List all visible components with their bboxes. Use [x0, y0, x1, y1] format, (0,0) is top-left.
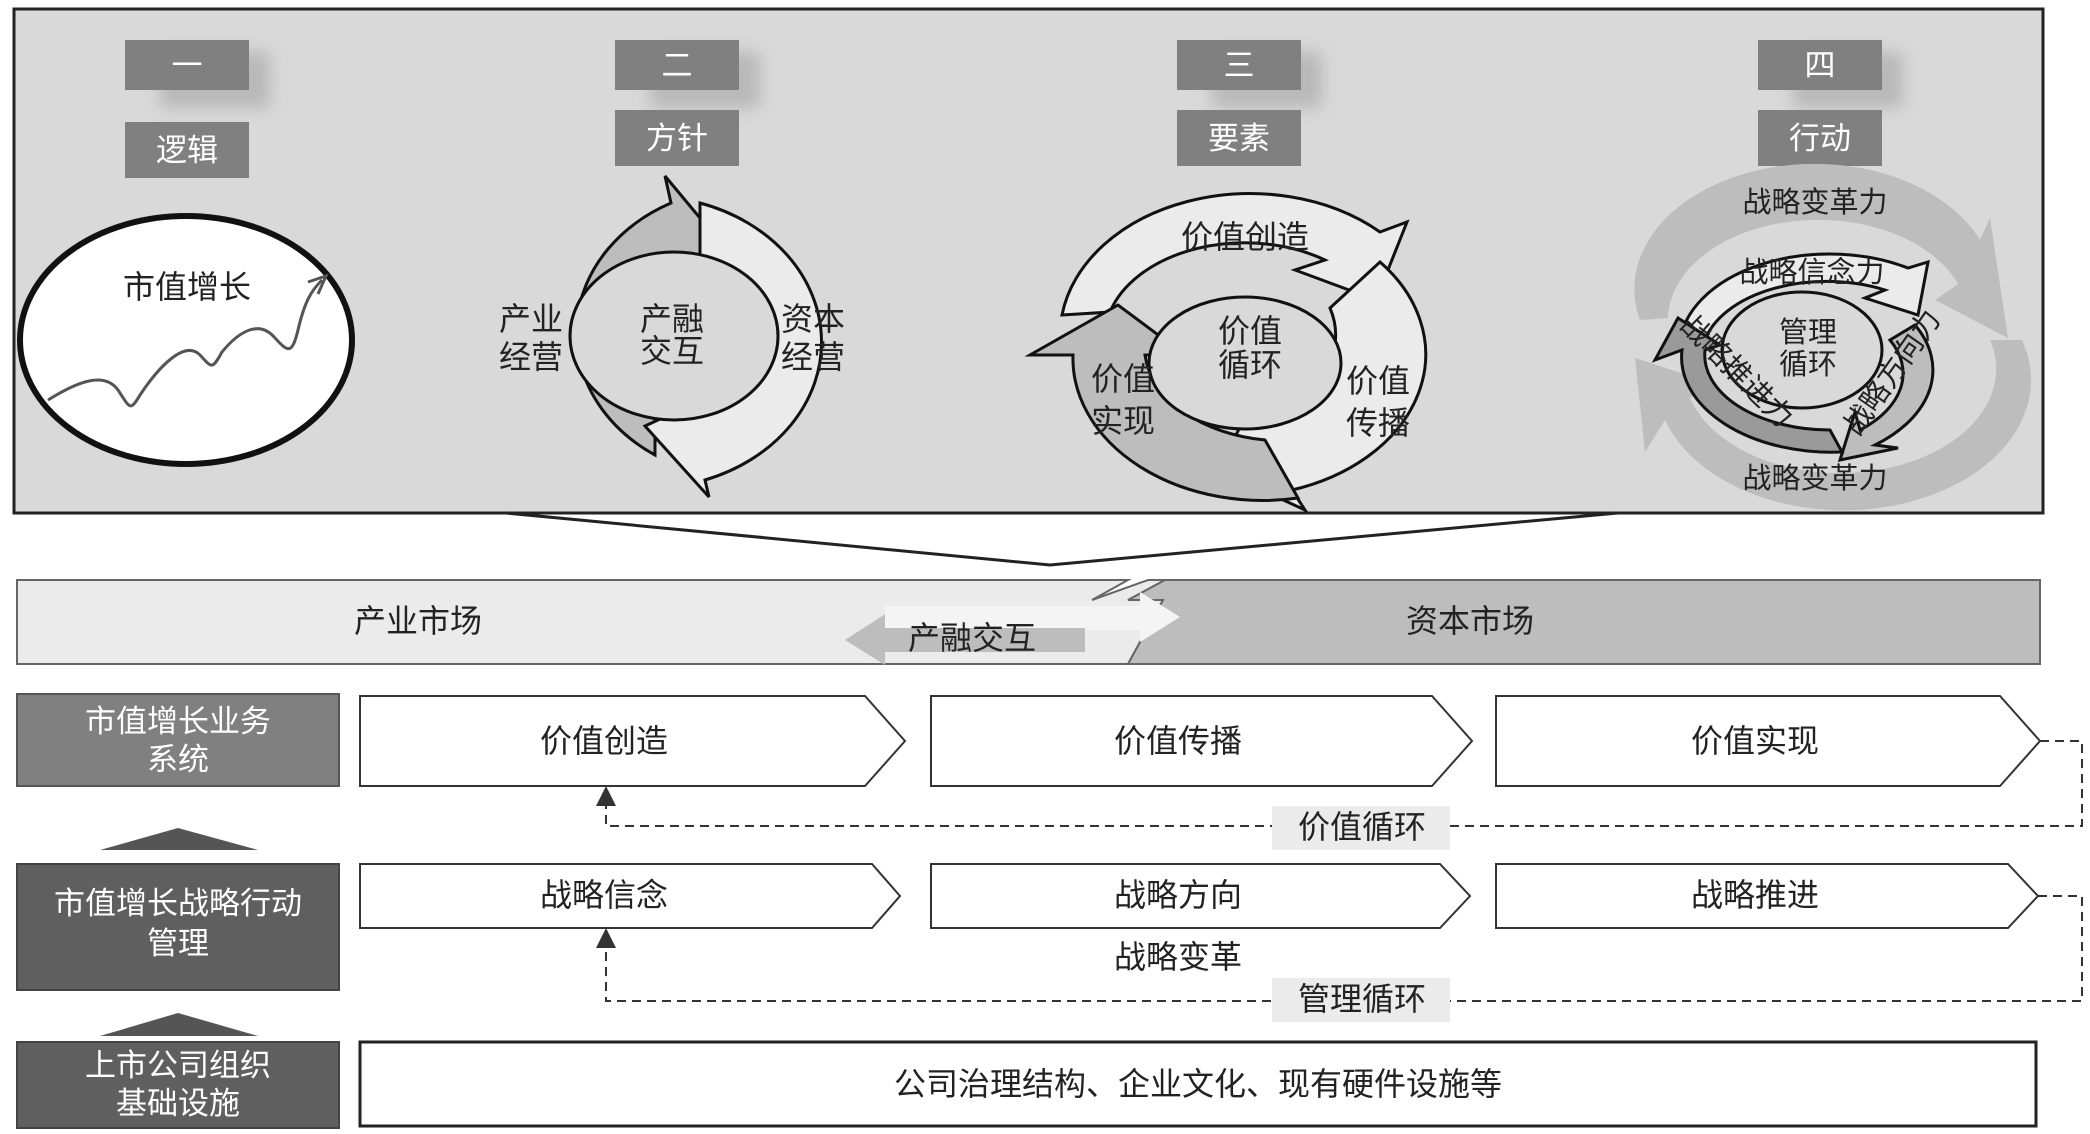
action-inner-top-arrow	[1678, 252, 1930, 344]
row-1-step-3-label: 价值实现	[1691, 722, 1819, 760]
triangle-connector-1	[100, 828, 258, 850]
foundation-content: 公司治理结构、企业文化、现有硬件设施等	[894, 1065, 1502, 1103]
logic-label: 市值增长	[123, 268, 251, 306]
step-3-header: 三 要素	[1177, 40, 1322, 166]
action-outer-top-label: 战略变革力	[1742, 185, 1887, 219]
logic-graphic: 市值增长	[17, 213, 355, 467]
market-right-label: 资本市场	[1406, 602, 1534, 640]
action-inner-top-label: 战略信念力	[1739, 255, 1884, 289]
action-center-line-2: 循环	[1779, 347, 1837, 381]
row-foundation: 上市公司组织 基础设施 公司治理结构、企业文化、现有硬件设施等	[16, 1040, 2038, 1129]
elements-graphic: 价值创造 价值 循环 价值 实现 价值 传播	[1024, 192, 1428, 514]
row-1-step-1-label: 价值创造	[540, 722, 668, 760]
row-2-step-1-chevron	[359, 863, 902, 929]
row-2-below-middle-label: 战略变革	[1114, 938, 1242, 976]
elements-left-line-2: 实现	[1091, 402, 1155, 440]
step-2-title: 方针	[646, 121, 708, 157]
step-1-number: 一	[172, 48, 203, 84]
row-2-step-1-label: 战略信念	[540, 876, 668, 914]
policy-left-line-1: 产业	[499, 300, 563, 338]
row-business-system: 市值增长业务 系统 价值创造 价值传播 价值实现 价值循环	[16, 693, 2083, 850]
step-1-title: 逻辑	[156, 133, 218, 169]
step-2-header: 二 方针	[615, 40, 760, 166]
row-2-step-3-chevron	[1495, 863, 2040, 929]
step-2-number: 二	[662, 48, 693, 84]
row-1-step-2-chevron	[930, 695, 1474, 787]
market-band: 产业市场 资本市场 产融交互	[16, 579, 2041, 665]
foundation-content-box	[358, 1040, 2038, 1128]
step-3-number: 三	[1224, 48, 1255, 84]
row-strategy-management: 市值增长战略行动 管理 战略信念 战略方向 战略推进 战略变革 管理循环	[16, 863, 2083, 1022]
foundation-label-box	[16, 1041, 340, 1129]
growth-arrowhead	[307, 273, 329, 295]
step-4-title: 行动	[1789, 121, 1851, 157]
action-center-line-1: 管理	[1779, 315, 1837, 349]
foundation-label-line-2: 基础设施	[116, 1086, 240, 1122]
row-2-label-line-1: 市值增长战略行动	[54, 886, 302, 922]
policy-left-line-2: 经营	[499, 338, 563, 376]
elements-top-arrow	[1060, 192, 1410, 317]
row-1-step-2-label: 价值传播	[1114, 722, 1242, 760]
row-1-label-box	[16, 693, 340, 787]
step-4-number: 四	[1805, 48, 1836, 84]
action-inner-left-arrow	[1651, 315, 1845, 454]
action-inner-right-arrow	[1837, 323, 1935, 462]
row-2-step-2-chevron	[930, 863, 1472, 929]
policy-right-line-2: 经营	[781, 338, 845, 376]
foundation-label-line-1: 上市公司组织	[85, 1048, 271, 1084]
callout-lines	[505, 511, 1619, 567]
row-1-step-3-chevron	[1495, 695, 2042, 787]
row-2-label-line-2: 管理	[147, 926, 209, 962]
action-outer-bottom-label: 战略变革力	[1742, 461, 1887, 495]
step-4-header: 四 行动	[1758, 40, 1903, 166]
elements-center-line-2: 循环	[1218, 346, 1282, 384]
row-2-label-box	[16, 863, 340, 991]
policy-center-line-1: 产融	[640, 300, 704, 338]
elements-top-label: 价值创造	[1181, 218, 1309, 256]
market-left-label: 产业市场	[354, 602, 482, 640]
row-1-loop-label: 价值循环	[1298, 808, 1426, 846]
step-1-header: 一 逻辑	[125, 40, 270, 178]
elements-center-line-1: 价值	[1218, 312, 1282, 350]
elements-right-line-2: 传播	[1346, 404, 1410, 442]
row-2-step-2-label: 战略方向	[1114, 876, 1242, 914]
step-3-title: 要素	[1208, 121, 1270, 157]
row-2-step-3-label: 战略推进	[1691, 876, 1819, 914]
action-outer-ring-bottom	[1635, 340, 2032, 511]
policy-right-line-1: 资本	[781, 300, 845, 338]
elements-right-line-1: 价值	[1346, 362, 1410, 400]
triangle-connector-2	[100, 1013, 258, 1036]
row-2-loop-label: 管理循环	[1298, 980, 1426, 1018]
elements-left-line-1: 价值	[1091, 360, 1155, 398]
policy-center-line-2: 交互	[640, 332, 704, 370]
market-middle-label: 产融交互	[908, 619, 1036, 657]
row-1-loop-line	[596, 740, 2083, 827]
row-1-step-1-chevron	[359, 695, 907, 787]
growth-curve	[47, 278, 324, 408]
row-1-label-line-1: 市值增长业务	[85, 704, 271, 740]
row-1-label-line-2: 系统	[147, 742, 209, 778]
policy-graphic: 产业 经营 产融 交互 资本 经营	[499, 175, 845, 499]
action-outer-ring	[1634, 163, 2008, 338]
